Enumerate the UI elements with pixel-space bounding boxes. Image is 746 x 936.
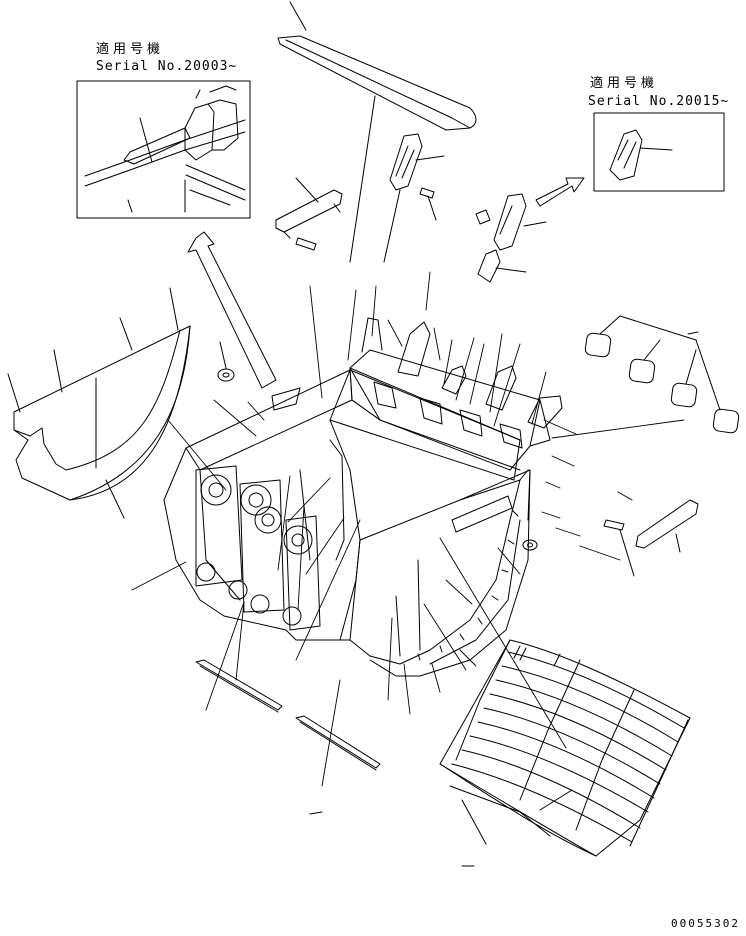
back-plate	[330, 370, 520, 480]
inset-right-serial-label: Serial No.20015~	[588, 94, 730, 109]
bucket-body	[164, 318, 562, 676]
washer-left	[218, 369, 234, 381]
inset-left-applicability-label: 適用号機	[96, 42, 165, 57]
inset-right	[536, 113, 724, 206]
pin	[296, 238, 316, 250]
wear-liner-grid	[440, 640, 690, 856]
shim-plate-1	[196, 660, 282, 712]
mounting-bosses	[196, 466, 320, 630]
inset-left-tooth-adapter	[185, 104, 214, 160]
mark-dash	[310, 812, 322, 814]
shim-plate-2	[296, 716, 380, 770]
top-plate-leader-2	[350, 96, 375, 262]
washer-right	[523, 540, 537, 550]
inset-left-serial-label: Serial No.20003~	[96, 59, 238, 74]
side-cutter-left	[8, 288, 190, 518]
top-plate-leader	[290, 2, 306, 30]
bucket-tooth-1	[398, 322, 430, 376]
side-wall-top-left	[186, 370, 352, 470]
inset-left-lip	[124, 128, 190, 164]
tooth-spare-top	[384, 134, 444, 262]
wear-strips-edge	[430, 520, 520, 664]
inset-right-tooth	[610, 130, 642, 180]
side-bar-right	[452, 496, 512, 532]
document-number: 00055302	[671, 917, 740, 930]
pin-leader	[296, 178, 318, 202]
pin-and-retainer	[276, 178, 342, 250]
inset-left-leader	[140, 118, 152, 162]
arrow-to-inset-right	[536, 178, 584, 206]
tooth-cap	[478, 250, 500, 282]
lock-pin-right	[476, 210, 490, 224]
bucket-tooth-4	[528, 396, 562, 428]
inset-right-applicability-label: 適用号機	[590, 76, 659, 91]
bucket-lip	[350, 350, 540, 470]
side-shrouds-right	[585, 316, 740, 434]
inset-left-frame	[77, 81, 250, 218]
tooth-spare-right	[476, 194, 546, 282]
top-wear-plate	[278, 2, 476, 262]
tooth-pin-top	[420, 188, 434, 198]
pin-set-right	[604, 492, 698, 576]
inset-right-leader	[640, 148, 672, 150]
bucket-tooth-2	[442, 366, 466, 394]
inset-left	[77, 81, 250, 218]
inset-left-edge	[85, 120, 245, 176]
leader-lines	[132, 272, 684, 786]
arrow-from-inset-left	[188, 232, 276, 388]
inset-right-frame	[594, 113, 724, 191]
bucket-bottom	[350, 480, 520, 664]
